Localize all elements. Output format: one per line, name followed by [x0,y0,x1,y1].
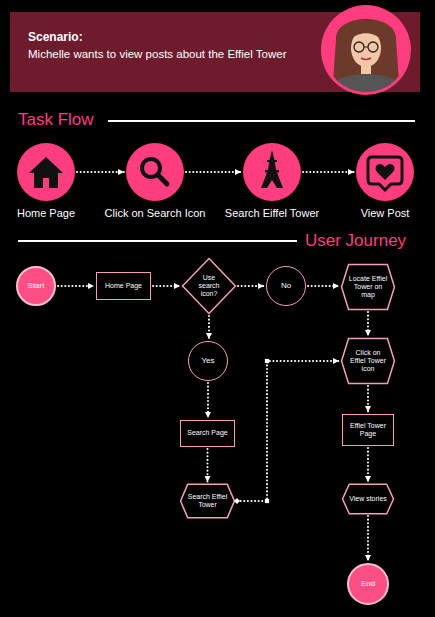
node-text-box: View stories [342,484,394,514]
scenario-heading: Scenario: [28,30,320,44]
flow-connector [186,171,241,173]
node-label: Click on Effiel Tower icon [348,349,388,373]
section-heading: User Journey [305,231,406,251]
rule-line [18,240,297,242]
terminal-circle: Start [16,266,56,306]
rule-line [108,120,415,122]
answer-circle: Yes [188,341,228,381]
task-label: Search Eiffel Tower [225,207,319,219]
task-icon: Home Page [17,143,75,201]
flow-connector [303,171,354,173]
task-label: Click on Search Icon [105,207,206,219]
scenario-band: Scenario: Michelle wants to view posts ab… [10,12,420,92]
hex-outline [343,484,394,513]
node-label: Locate Effiel Tower on map [348,275,388,299]
scenario-text: Michelle wants to view posts about the E… [28,48,320,60]
hex-outline [181,484,235,517]
node-text-box: Home Page [97,273,150,299]
flow-connector [208,316,210,339]
node-text-box: Click on Effiel Tower icon [341,338,395,384]
flow-connector [367,386,369,412]
flow-connector [367,448,369,482]
flow-connector [237,361,339,501]
node-text-box: Start [18,268,54,304]
flow-connector [77,171,124,173]
node-text-box: Search Page [181,421,234,446]
node-label: Search Page [187,429,227,437]
hex-outline [342,338,395,383]
node-label: End [361,579,375,588]
action-hexagon: Search Effiel Tower [180,484,235,518]
decision-diamond: Use search icon? [182,258,236,314]
node-label: View stories [349,495,387,503]
node-text-box: Use search icon? [182,258,236,314]
node-label: Use search icon? [196,274,222,298]
action-hexagon: Click on Effiel Tower icon [341,338,395,384]
answer-circle: No [266,266,306,306]
hex-outline [342,264,395,309]
node-text-box: No [267,267,305,305]
diamond-outline [183,259,236,314]
task-icon: Search Eiffel Tower [243,143,301,201]
flow-connector [153,285,180,287]
flow-connector [207,449,209,482]
action-hexagon: View stories [342,484,394,514]
task-label: View Post [361,207,410,219]
flow-connector [207,383,209,418]
node-text-box: Locate Effiel Tower on map [341,264,395,310]
action-hexagon: Locate Effiel Tower on map [341,264,395,310]
node-label: Home Page [105,282,142,290]
node-label: No [281,281,291,290]
flow-connector [58,285,94,287]
process-box: Search Page [180,420,235,447]
node-label: Effiel Tower Page [346,422,390,438]
section-heading: Task Flow [18,110,94,130]
node-label: Yes [201,356,214,365]
task-icon: View Post [356,143,414,201]
process-box: Home Page [96,272,151,300]
node-text-box: Yes [189,342,227,380]
flow-connector [238,285,264,287]
node-label: Search Effiel Tower [187,493,228,509]
flow-connector [367,312,369,336]
node-text-box: End [349,565,387,603]
flow-connector [367,516,369,561]
node-text-box: Search Effiel Tower [180,484,235,518]
task-label: Home Page [17,207,75,219]
flow-connector [308,285,339,287]
node-label: Start [28,281,45,290]
task-icon: Click on Search Icon [126,143,184,201]
terminal-circle: End [347,563,389,605]
node-text-box: Effiel Tower Page [343,415,393,445]
process-box: Effiel Tower Page [342,414,394,446]
